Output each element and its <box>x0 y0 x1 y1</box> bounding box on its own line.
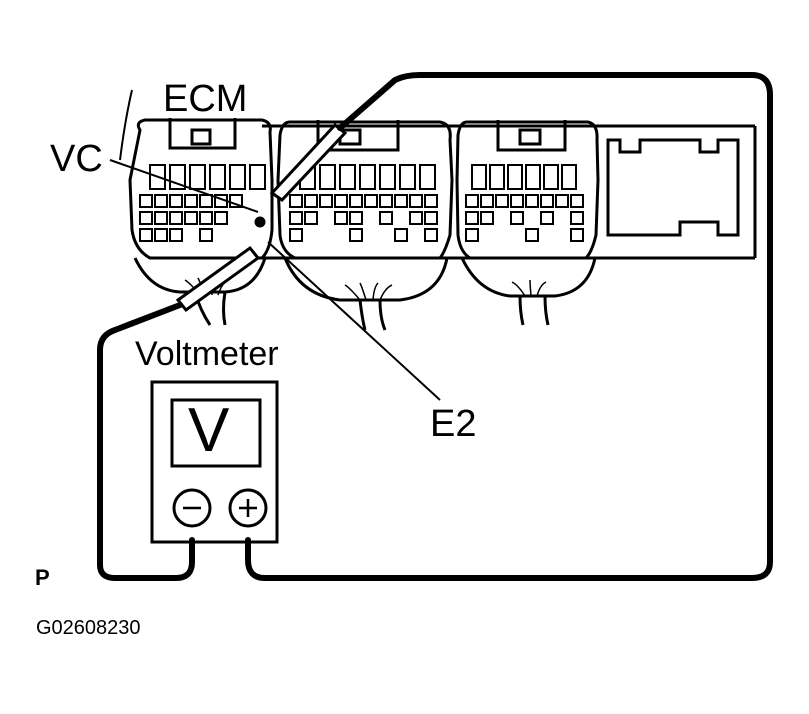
e2-leader-line <box>267 241 441 401</box>
connector-3-pins <box>465 164 584 242</box>
voltmeter-label: Voltmeter <box>135 335 279 373</box>
positive-lead <box>245 72 773 581</box>
voltmeter <box>150 380 279 544</box>
ecm-socket-right <box>606 138 740 237</box>
leader-lines <box>109 159 441 401</box>
vc-label: VC <box>50 138 103 180</box>
page-marker: P <box>35 565 50 590</box>
negative-lead <box>97 302 195 581</box>
connector-3 <box>455 120 600 326</box>
connector-1-pins <box>139 164 266 242</box>
voltmeter-body <box>150 380 279 544</box>
figure-code: G02608230 <box>36 617 141 639</box>
positive-terminal <box>228 488 268 528</box>
e2-label: E2 <box>430 403 477 445</box>
voltmeter-display-symbol: V <box>188 396 230 465</box>
vc-leader-line <box>109 159 259 213</box>
voltmeter-display <box>170 398 262 468</box>
positive-probe <box>269 122 348 202</box>
test-probes <box>175 122 348 313</box>
negative-terminal <box>172 488 212 528</box>
connector-2-pins <box>289 164 438 242</box>
ecm-label: ECM <box>163 78 248 120</box>
connector-2 <box>276 120 454 331</box>
probe-contact-point <box>254 216 266 228</box>
negative-probe <box>175 245 261 313</box>
meter-leads <box>97 72 773 581</box>
